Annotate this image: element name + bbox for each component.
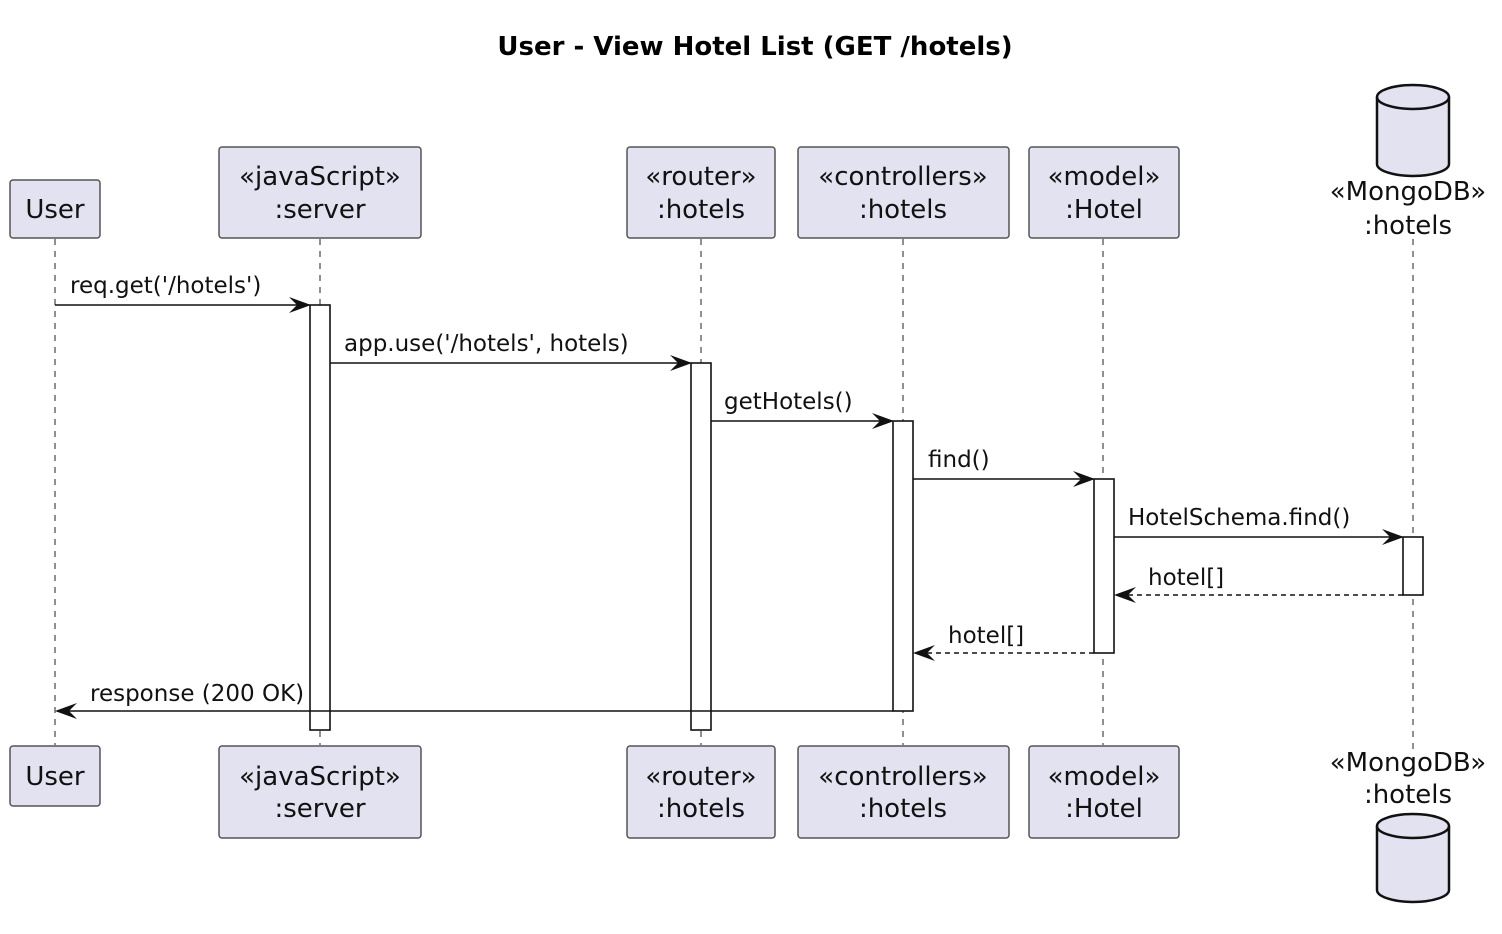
participant-box (1028, 146, 1180, 239)
participant-stereotype: «router» (645, 162, 756, 192)
participant-box (9, 745, 101, 807)
participant-name: :server (274, 195, 365, 225)
participant-box (797, 745, 1010, 839)
messages: req.get('/hotels') app.use('/hotels', ho… (55, 273, 1404, 719)
activation-router (690, 362, 712, 731)
participant-name: :server (274, 794, 365, 824)
participant-user-top: User (9, 179, 101, 239)
participant-model-top: «model» :Hotel (1028, 146, 1180, 239)
message-label: getHotels() (724, 389, 853, 415)
participant-router-bottom: «router» :hotels (626, 745, 776, 839)
participant-model-bottom: «model» :Hotel (1028, 745, 1180, 839)
participant-name: :hotels (657, 794, 745, 824)
participant-name: :hotels (1364, 211, 1452, 241)
activations (309, 304, 1424, 731)
message-label: response (200 OK) (90, 681, 304, 707)
participant-name: User (25, 195, 85, 225)
participant-name: :hotels (859, 794, 947, 824)
participant-name: :hotels (657, 195, 745, 225)
participant-controller-top: «controllers» :hotels (797, 146, 1010, 239)
message: hotel[] (1114, 565, 1403, 603)
participant-name: :Hotel (1065, 195, 1143, 225)
participant-controller-bottom: «controllers» :hotels (797, 745, 1010, 839)
message: req.get('/hotels') (55, 273, 311, 313)
participant-stereotype: «controllers» (818, 762, 987, 792)
participant-stereotype: «model» (1048, 762, 1161, 792)
message: app.use('/hotels', hotels) (330, 331, 692, 371)
participant-server-top: «javaScript» :server (218, 146, 422, 239)
participant-stereotype: «model» (1048, 162, 1161, 192)
participant-box (218, 745, 422, 839)
participant-server-bottom: «javaScript» :server (218, 745, 422, 839)
message: hotel[] (913, 623, 1094, 661)
participant-stereotype: «MongoDB» (1330, 748, 1486, 778)
participant-stereotype: «javaScript» (239, 762, 401, 792)
activation-model (1093, 478, 1115, 654)
participant-stereotype: «router» (645, 762, 756, 792)
message-label: find() (928, 447, 990, 473)
participant-name: :hotels (1364, 780, 1452, 810)
participant-box (626, 146, 776, 239)
participant-db-top: «MongoDB» :hotels (1330, 83, 1486, 241)
activation-controller (892, 420, 914, 712)
participant-name: User (25, 762, 85, 792)
participant-db-bottom: «MongoDB» :hotels (1330, 748, 1486, 904)
diagram-title: User - View Hotel List (GET /hotels) (497, 32, 1012, 62)
activation-db (1402, 536, 1424, 596)
database-icon (1375, 83, 1451, 178)
activation-server (309, 304, 331, 731)
participant-heads-bottom: User «javaScript» :server «router» :hote… (9, 745, 1486, 904)
message: getHotels() (711, 389, 894, 429)
participant-box (1028, 745, 1180, 839)
message-label: HotelSchema.find() (1128, 505, 1350, 531)
message-label: app.use('/hotels', hotels) (344, 331, 629, 357)
participant-name: :hotels (859, 195, 947, 225)
participant-box (218, 146, 422, 239)
message: find() (913, 447, 1095, 487)
message-label: hotel[] (1148, 565, 1224, 591)
message: HotelSchema.find() (1114, 505, 1404, 545)
participant-box (626, 745, 776, 839)
participant-box (9, 179, 101, 239)
message-label: hotel[] (948, 623, 1024, 649)
message-label: req.get('/hotels') (70, 273, 261, 299)
participant-box (797, 146, 1010, 239)
message: response (200 OK) (55, 681, 893, 719)
participant-name: :Hotel (1065, 794, 1143, 824)
lifelines (54, 239, 1414, 752)
database-icon (1375, 812, 1451, 904)
participant-heads-top: User «javaScript» :server «router» :hote… (9, 83, 1486, 241)
participant-user-bottom: User (9, 745, 101, 807)
participant-stereotype: «MongoDB» (1330, 177, 1486, 207)
participant-router-top: «router» :hotels (626, 146, 776, 239)
participant-stereotype: «javaScript» (239, 162, 401, 192)
participant-stereotype: «controllers» (818, 162, 987, 192)
